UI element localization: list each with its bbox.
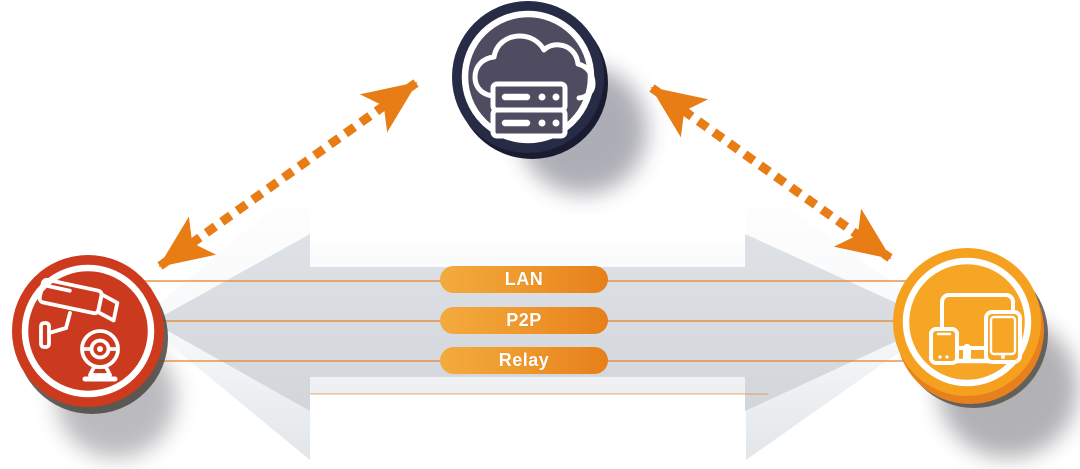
dashed-arrow-cloud-devices bbox=[649, 84, 893, 262]
camera-node bbox=[12, 255, 168, 414]
connection-pill-lan: LAN bbox=[440, 266, 608, 293]
connection-pill-p2p: P2P bbox=[440, 307, 608, 334]
cctv-camera-icon bbox=[37, 277, 120, 382]
webcam-icon bbox=[80, 329, 120, 382]
smartphone-icon bbox=[929, 327, 959, 365]
connection-pill-relay: Relay bbox=[440, 347, 608, 374]
devices-icon bbox=[929, 293, 1022, 365]
tablet-icon bbox=[984, 310, 1022, 364]
cloud-server-icon bbox=[472, 33, 596, 139]
devices-node bbox=[893, 248, 1048, 408]
cloud-server-node bbox=[452, 1, 608, 159]
camera-node-inner bbox=[21, 264, 155, 398]
dashed-arrow-camera-cloud bbox=[157, 79, 419, 270]
